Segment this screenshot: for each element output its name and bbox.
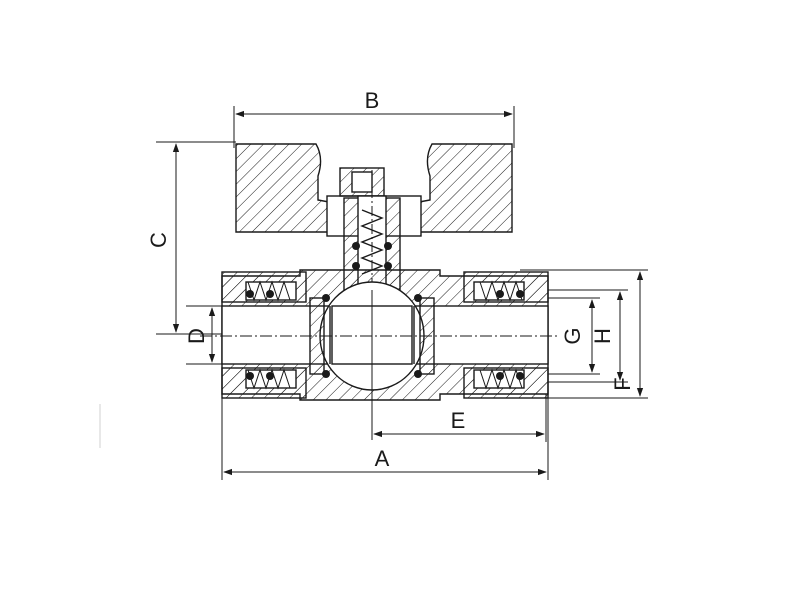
dimension-label-b: B [365,88,380,113]
dimension-label-c: C [146,232,171,248]
handle [235,143,513,237]
right-fitting [463,271,549,399]
dimension-label-e: E [451,408,466,433]
dimension-label-g: G [560,327,585,344]
dimension-label-f: F [610,377,635,390]
dimension-label-h: H [590,328,615,344]
dimension-label-d: D [184,328,209,344]
left-fitting [221,271,307,399]
dimension-label-a: A [375,446,390,471]
dimension-lines [156,106,648,480]
